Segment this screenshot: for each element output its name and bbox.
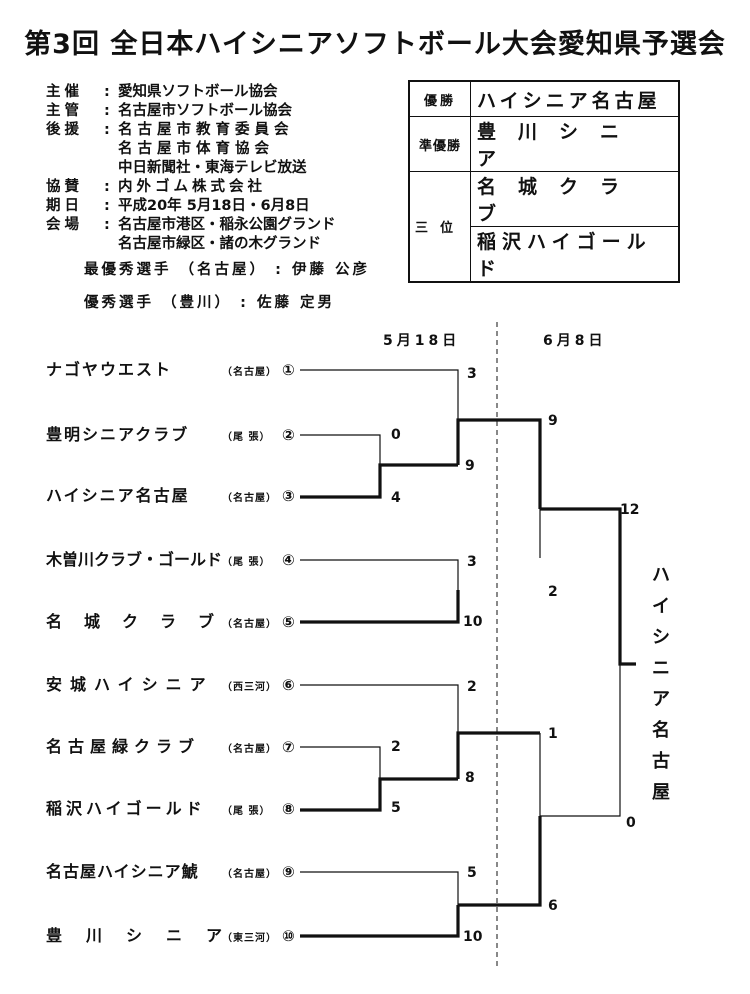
score-r2-m4-bottom: 10 [463,929,483,945]
result-label: 準優勝 [408,116,471,172]
round-date-2: 6月8日 [543,333,607,349]
award-mvp: 最優秀選手 （名古屋） : 伊藤 公彦 [84,262,371,278]
org-row: 主管:名古屋市ソフトボール協会 [46,103,292,119]
team-seed: ④ [282,551,295,569]
team-seed: ⑥ [282,676,295,694]
org-row: 協賛:内外ゴム株式会社 [46,179,266,195]
team-name: 名城クラブ [46,612,237,631]
score-sf1-top: 9 [548,413,558,429]
team-region: （尾 張） [222,806,271,817]
team-seed: ② [282,426,295,444]
team-seed: ⑨ [282,863,295,881]
team-seed: ⑦ [282,738,295,756]
score-sf1-bottom: 2 [548,584,558,600]
result-team: 稲沢ハイゴールド [470,226,680,283]
score-r2-m2-bottom: 10 [463,614,483,630]
team-name: 安城ハイシニア [46,675,214,694]
result-team: 名城クラブ [470,171,680,227]
team-row: 名城クラブ（名古屋） ⑤ [46,611,300,633]
team-seed: ⑤ [282,613,295,631]
team-seed: ① [282,361,295,379]
org-row: 会場:名古屋市港区・稲永公園グランド [46,217,336,233]
results-row-first: 優勝 ハイシニア名古屋 [408,80,680,117]
result-team: 豊川シニア [470,116,680,172]
team-row: 名古屋緑クラブ （名古屋） ⑦ [46,736,300,758]
team-name: 豊明シニアクラブ [46,425,190,444]
result-label: 優勝 [408,80,471,117]
results-row-third: 稲沢ハイゴールド [409,226,680,283]
team-row: 豊明シニアクラブ （尾 張） ② [46,424,300,446]
score-final-top: 12 [620,502,640,518]
team-region: （名古屋） [222,619,277,630]
team-seed: ⑧ [282,800,295,818]
org-row: 主催:愛知県ソフトボール協会 [46,84,278,100]
team-row: 安城ハイシニア （西三河） ⑥ [46,674,300,696]
results-row-second: 準優勝 豊川シニア [408,116,680,172]
score-final-bottom: 0 [626,815,636,831]
team-seed: ⑩ [282,927,295,945]
org-row: 中日新聞社・東海テレビ放送 [118,160,307,176]
award-label: 最優秀選手 [84,262,172,278]
team-region: （名古屋） [222,869,277,880]
team-name: 稲沢ハイゴールド [46,799,206,818]
team-name: 名古屋緑クラブ [46,737,201,756]
score-r1-m2-bottom: 5 [391,800,401,816]
champion-name: ハ イ シ ニ ア 名 古 屋 [652,565,670,803]
org-row: 名古屋市緑区・諸の木グランド [118,236,321,252]
team-region: （西三河） [222,682,277,693]
result-team: ハイシニア名古屋 [470,80,680,117]
score-r2-m1-bottom: 9 [465,458,475,474]
score-r2-m3-top: 2 [467,679,477,695]
team-region: （尾 張） [222,557,271,568]
round-date-1: 5月18日 [383,333,461,349]
award-team: （名古屋） [179,262,268,278]
team-region: （尾 張） [222,432,271,443]
team-row: ハイシニア名古屋 （名古屋） ③ [46,485,300,507]
results-table: 優勝 ハイシニア名古屋 準優勝 豊川シニア 三位 名城クラブ 稲沢ハイゴールド [408,80,680,283]
team-name: ナゴヤウエスト [46,360,173,379]
team-seed: ③ [282,487,295,505]
score-r2-m4-top: 5 [467,865,477,881]
results-row-third: 三位 名城クラブ [408,171,680,283]
team-row: 木曽川クラブ・ゴールド（尾 張） ④ [46,549,300,571]
score-r1-m1-bottom: 4 [391,490,401,506]
award-name: 佐藤 定男 [256,295,336,311]
score-r2-m2-top: 3 [467,554,477,570]
org-row: 後援:名古屋市教育委員会 [46,122,294,138]
team-region: （名古屋） [222,744,277,755]
team-region: （名古屋） [222,493,277,504]
score-r1-m1-top: 0 [391,427,401,443]
award-outstanding: 優秀選手 （豊川） : 佐藤 定男 [84,295,336,311]
award-team: （豊川） [162,295,233,311]
award-name: 伊藤 公彦 [291,262,371,278]
score-r2-m1-top: 3 [467,366,477,382]
team-name: ハイシニア名古屋 [46,486,190,505]
team-row: 豊川シニア（東三河） ⑩ [46,925,300,947]
score-r2-m3-bottom: 8 [465,770,475,786]
org-row: 期日:平成20年 5月18日・6月8日 [46,198,310,214]
team-row: 稲沢ハイゴールド （尾 張） ⑧ [46,798,300,820]
team-name: 豊川シニア [46,926,247,945]
team-name: 名古屋ハイシニア鯱 [46,862,199,881]
team-row: 名古屋ハイシニア鯱 （名古屋） ⑨ [46,861,300,883]
team-row: ナゴヤウエスト （名古屋） ① [46,359,300,381]
org-row: 名古屋市体育協会 [118,141,274,157]
award-label: 優秀選手 [84,295,154,311]
page-title: 第3回 全日本ハイシニアソフトボール大会愛知県予選会 [24,29,726,60]
score-sf2-top: 1 [548,726,558,742]
score-r1-m2-top: 2 [391,739,401,755]
team-region: （名古屋） [222,367,277,378]
team-region: （東三河） [222,933,277,944]
team-name: 木曽川クラブ・ゴールド [46,550,223,569]
score-sf2-bottom: 6 [548,898,558,914]
